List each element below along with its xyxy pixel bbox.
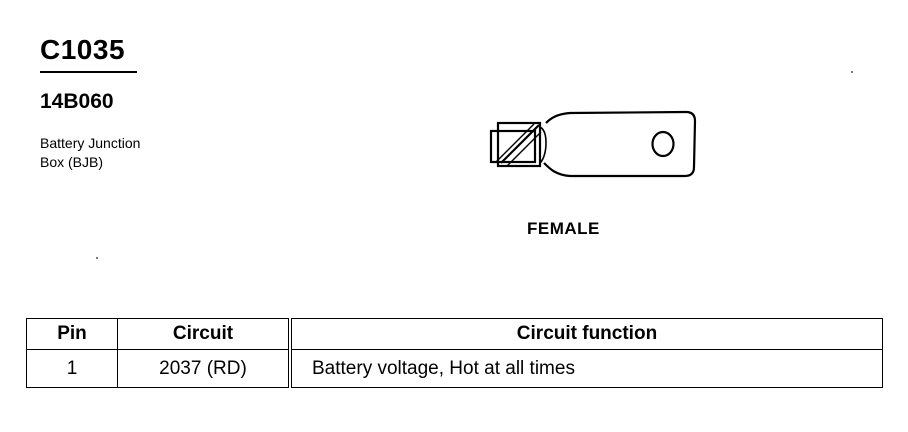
scan-speck [96,257,98,259]
column-header-circuit: Circuit [117,318,291,350]
connector-id: C1035 [40,34,126,65]
ring-terminal-icon [486,105,706,192]
column-header-pin: Pin [26,318,118,350]
description-line-1: Battery Junction [40,135,141,151]
connector-description: Battery Junction Box (BJB) [40,134,200,172]
circuit-cell: 2037 (RD) [117,349,291,388]
table-row: 1 2037 (RD) Battery voltage, Hot at all … [26,349,883,388]
scan-speck [851,71,853,73]
pin-table: Pin Circuit Circuit function 1 2037 (RD)… [26,318,883,388]
part-number: 14B060 [40,90,114,113]
table-header-row: Pin Circuit Circuit function [26,318,883,350]
circuit-function-cell: Battery voltage, Hot at all times [288,349,883,388]
description-line-2: Box (BJB) [40,154,104,170]
title-underline [40,71,137,73]
pin-cell: 1 [26,349,118,388]
column-header-circuit-function: Circuit function [288,318,883,350]
gender-label: FEMALE [527,219,600,238]
